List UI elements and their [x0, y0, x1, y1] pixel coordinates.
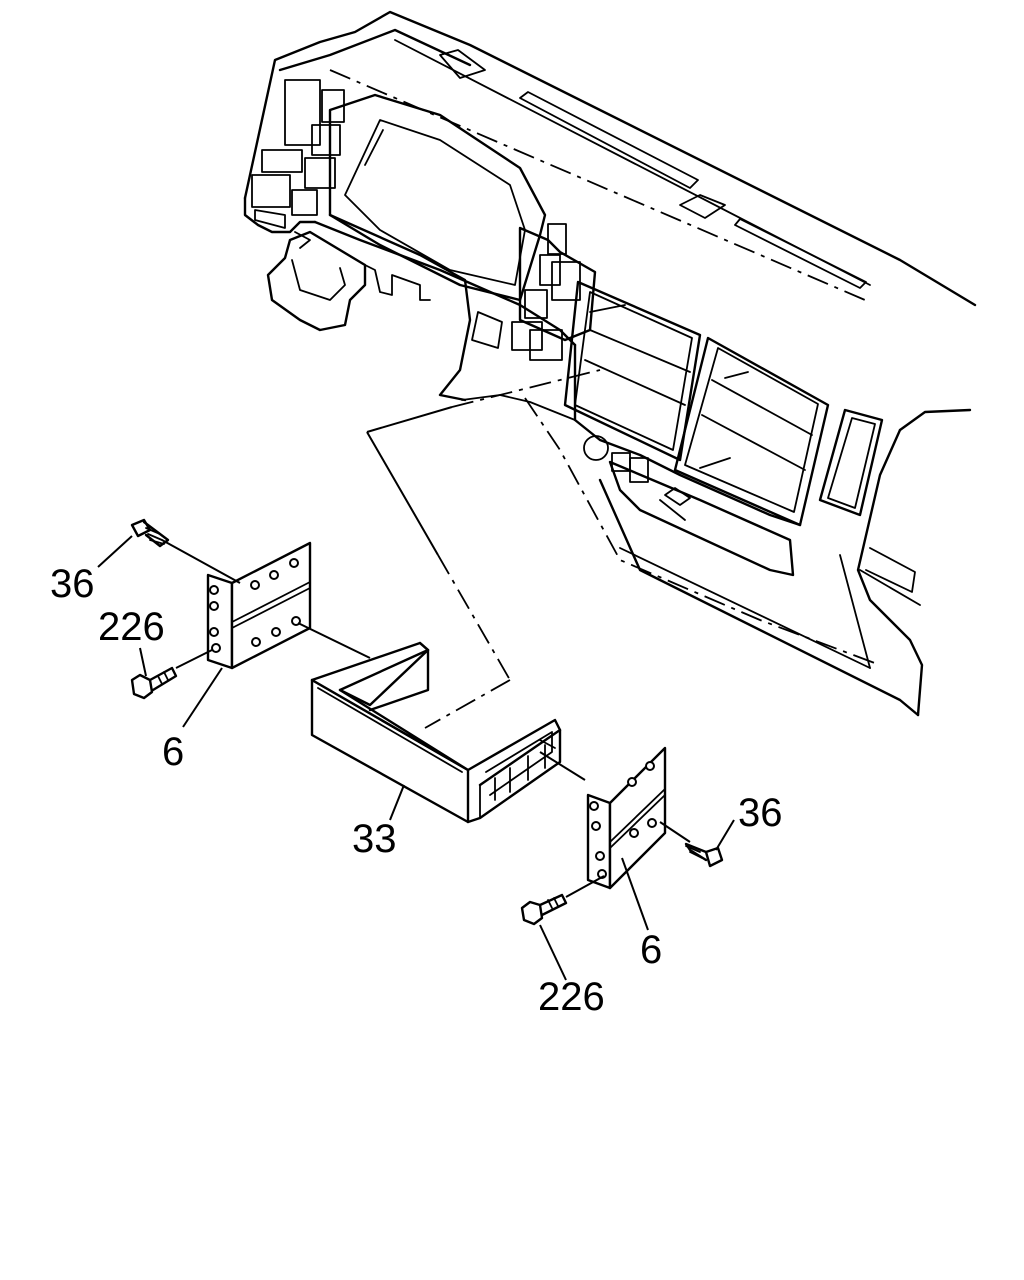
- top-left-screw: [130, 518, 170, 548]
- assembly-lines: [97, 369, 735, 981]
- callout-top-left-screw: 36: [50, 562, 95, 606]
- callout-labels: 36 226 6 33 36 6 226: [50, 562, 783, 1019]
- callout-left-bolt: 226: [98, 605, 165, 649]
- left-bolt: [130, 666, 178, 700]
- callout-right-bracket: 6: [640, 928, 662, 972]
- right-bracket: [586, 746, 667, 890]
- left-bracket: [206, 541, 312, 670]
- callout-right-bolt: 226: [538, 975, 605, 1019]
- pocket: [310, 641, 562, 824]
- callout-left-bracket: 6: [162, 730, 184, 774]
- right-bolt: [520, 893, 568, 926]
- callout-right-screw: 36: [738, 791, 783, 835]
- right-screw: [684, 842, 724, 868]
- callout-pocket: 33: [352, 817, 397, 861]
- instrument-panel: [243, 10, 977, 717]
